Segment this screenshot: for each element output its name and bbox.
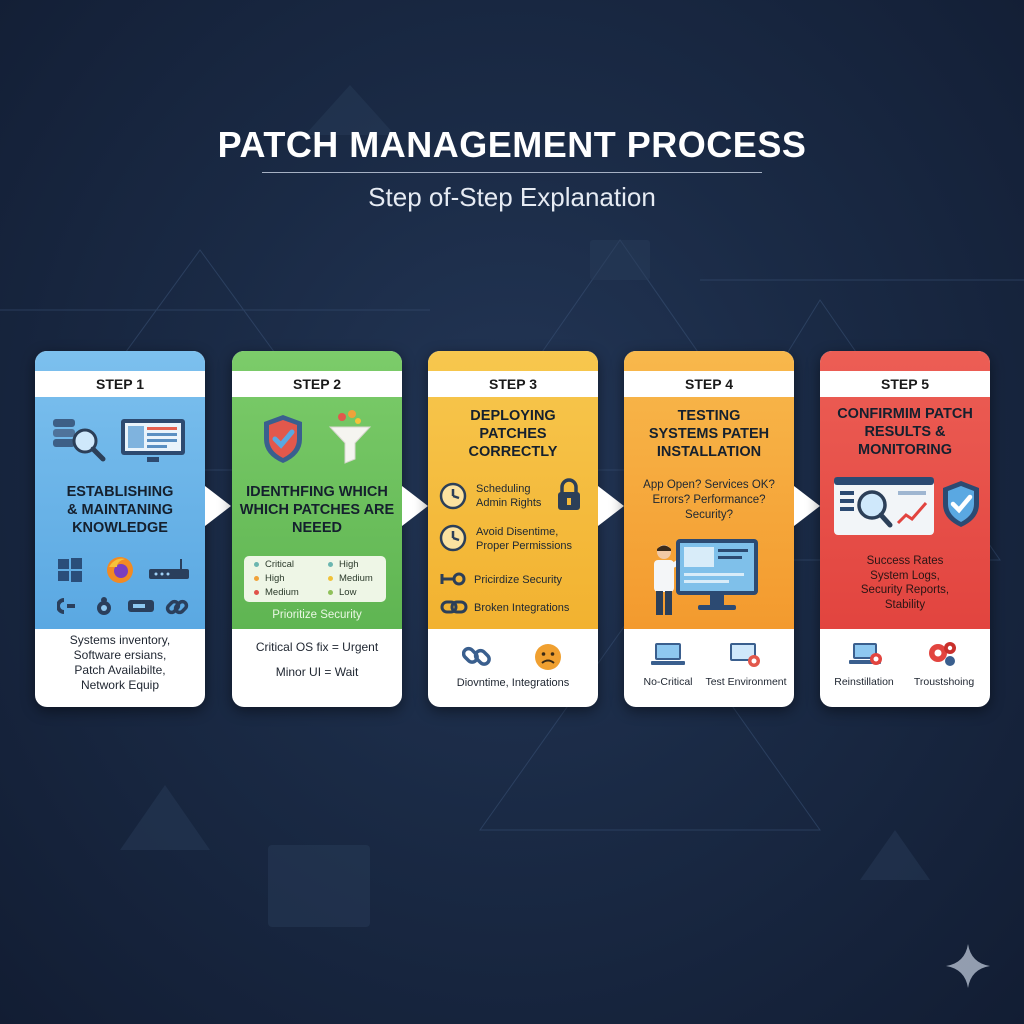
title-divider bbox=[262, 172, 762, 173]
shield-check-icon bbox=[943, 481, 979, 527]
flow-arrow-3 bbox=[598, 486, 624, 526]
puzzle-icon bbox=[97, 597, 111, 615]
legend-dot bbox=[254, 561, 259, 567]
deploy-item-security: Pricirdize Security bbox=[474, 574, 563, 586]
flow-arrow-4 bbox=[794, 486, 820, 526]
test-checklist: App Open? Services OK? Errors? Performan… bbox=[643, 479, 775, 521]
deploy-item-integrations: Broken Integrations bbox=[474, 602, 570, 614]
flow-arrow-2 bbox=[402, 486, 428, 526]
legend-dot bbox=[328, 589, 333, 595]
step-label: STEP 2 bbox=[232, 371, 402, 397]
laptop-refresh-icon bbox=[849, 643, 882, 665]
page-subtitle: Step of-Step Explanation bbox=[368, 182, 656, 212]
gears-icon bbox=[929, 642, 956, 666]
chain-icon bbox=[440, 600, 468, 614]
lock-icon bbox=[558, 478, 580, 510]
step-label: STEP 1 bbox=[35, 371, 205, 397]
clock-icon bbox=[439, 482, 467, 510]
legend-dot bbox=[254, 589, 259, 595]
link-icon bbox=[57, 598, 75, 614]
dashboard-magnifier-icon bbox=[834, 477, 934, 535]
legend-item: High bbox=[254, 573, 285, 584]
step-card-3: STEP 3 DEPLOYING PATCHES CORRECTLY Sched… bbox=[428, 351, 598, 707]
step-heading: TESTING SYSTEMS PATEH INSTALLATION bbox=[648, 408, 770, 460]
legend-item: Medium bbox=[328, 573, 373, 584]
footer-item-test-environment: Test Environment bbox=[705, 676, 787, 688]
deploy-item-scheduling: Scheduling Admin Rights bbox=[476, 483, 542, 509]
shield-check-icon bbox=[264, 415, 302, 463]
test-monitor-icon bbox=[730, 643, 760, 667]
cable-icon bbox=[128, 600, 154, 612]
laptop-icon bbox=[651, 643, 685, 665]
step-heading: DEPLOYING PATCHES CORRECTLY bbox=[468, 408, 558, 460]
clock-icon bbox=[439, 524, 467, 552]
step-label: STEP 3 bbox=[428, 371, 598, 397]
footer-item-reinstallation: Reinstillation bbox=[834, 676, 894, 688]
router-icon bbox=[149, 559, 189, 579]
step-card-5: STEP 5 CONFIRMIM PATCH RESULTS & MONITOR… bbox=[820, 351, 990, 707]
monitoring-results: Success Rates System Logs, Security Repo… bbox=[860, 555, 950, 611]
step-footer: Systems inventory, Software ersians, Pat… bbox=[69, 633, 171, 692]
step-heading: CONFIRMIM PATCH RESULTS & MONITORING bbox=[837, 406, 973, 458]
step-heading: IDENTHFING WHICH WHICH PATCHES ARE NEEED bbox=[239, 484, 395, 536]
sad-face-icon bbox=[535, 644, 561, 670]
database-magnifier-icon bbox=[53, 419, 106, 462]
firefox-logo-icon bbox=[107, 557, 133, 583]
footer-item-troubleshooting: Troustshoing bbox=[913, 676, 975, 688]
wrench-icon bbox=[440, 572, 466, 586]
funnel-icon bbox=[328, 410, 372, 464]
page-title: PATCH MANAGEMENT PROCESS bbox=[217, 124, 807, 165]
legend-item: Critical bbox=[254, 559, 294, 570]
flow-arrow-1 bbox=[205, 486, 231, 526]
deploy-item-permissions: Avoid Disentime, Proper Permissions bbox=[476, 526, 572, 552]
step-card-4: STEP 4 TESTING SYSTEMS PATEH INSTALLATIO… bbox=[624, 351, 794, 707]
legend-item: Low bbox=[328, 587, 356, 598]
monitor-dashboard-icon bbox=[121, 419, 185, 462]
step-label: STEP 4 bbox=[624, 371, 794, 397]
step-footer: Diovntime, Integrations bbox=[456, 677, 570, 689]
priority-legend: Critical High High Medium Medium Low bbox=[244, 556, 386, 602]
legend-dot bbox=[328, 561, 333, 567]
legend-item: High bbox=[328, 559, 359, 570]
legend-dot bbox=[254, 575, 259, 581]
monitor-icon bbox=[676, 539, 758, 610]
step-card-2: STEP 2 IDENTHFING WHICH WHICH PATCHES AR… bbox=[232, 351, 402, 707]
band-caption: Prioritize Security bbox=[272, 609, 362, 621]
footer-item-no-critical: No-Critical bbox=[643, 676, 693, 688]
step-footer: Critical OS fix = Urgent Minor UI = Wait bbox=[255, 640, 379, 679]
legend-dot bbox=[328, 575, 333, 581]
sparkle-icon bbox=[946, 944, 990, 988]
legend-item: Medium bbox=[254, 587, 299, 598]
windows-logo-icon bbox=[58, 558, 82, 582]
step-card-1: STEP 1 ESTABLISHING & MAINTANING KNOWLED… bbox=[35, 351, 205, 707]
step-label: STEP 5 bbox=[820, 371, 990, 397]
step-heading: ESTABLISHING & MAINTANING KNOWLEDGE bbox=[66, 484, 174, 536]
chain-icon bbox=[462, 646, 491, 666]
chain-icon bbox=[165, 599, 189, 615]
